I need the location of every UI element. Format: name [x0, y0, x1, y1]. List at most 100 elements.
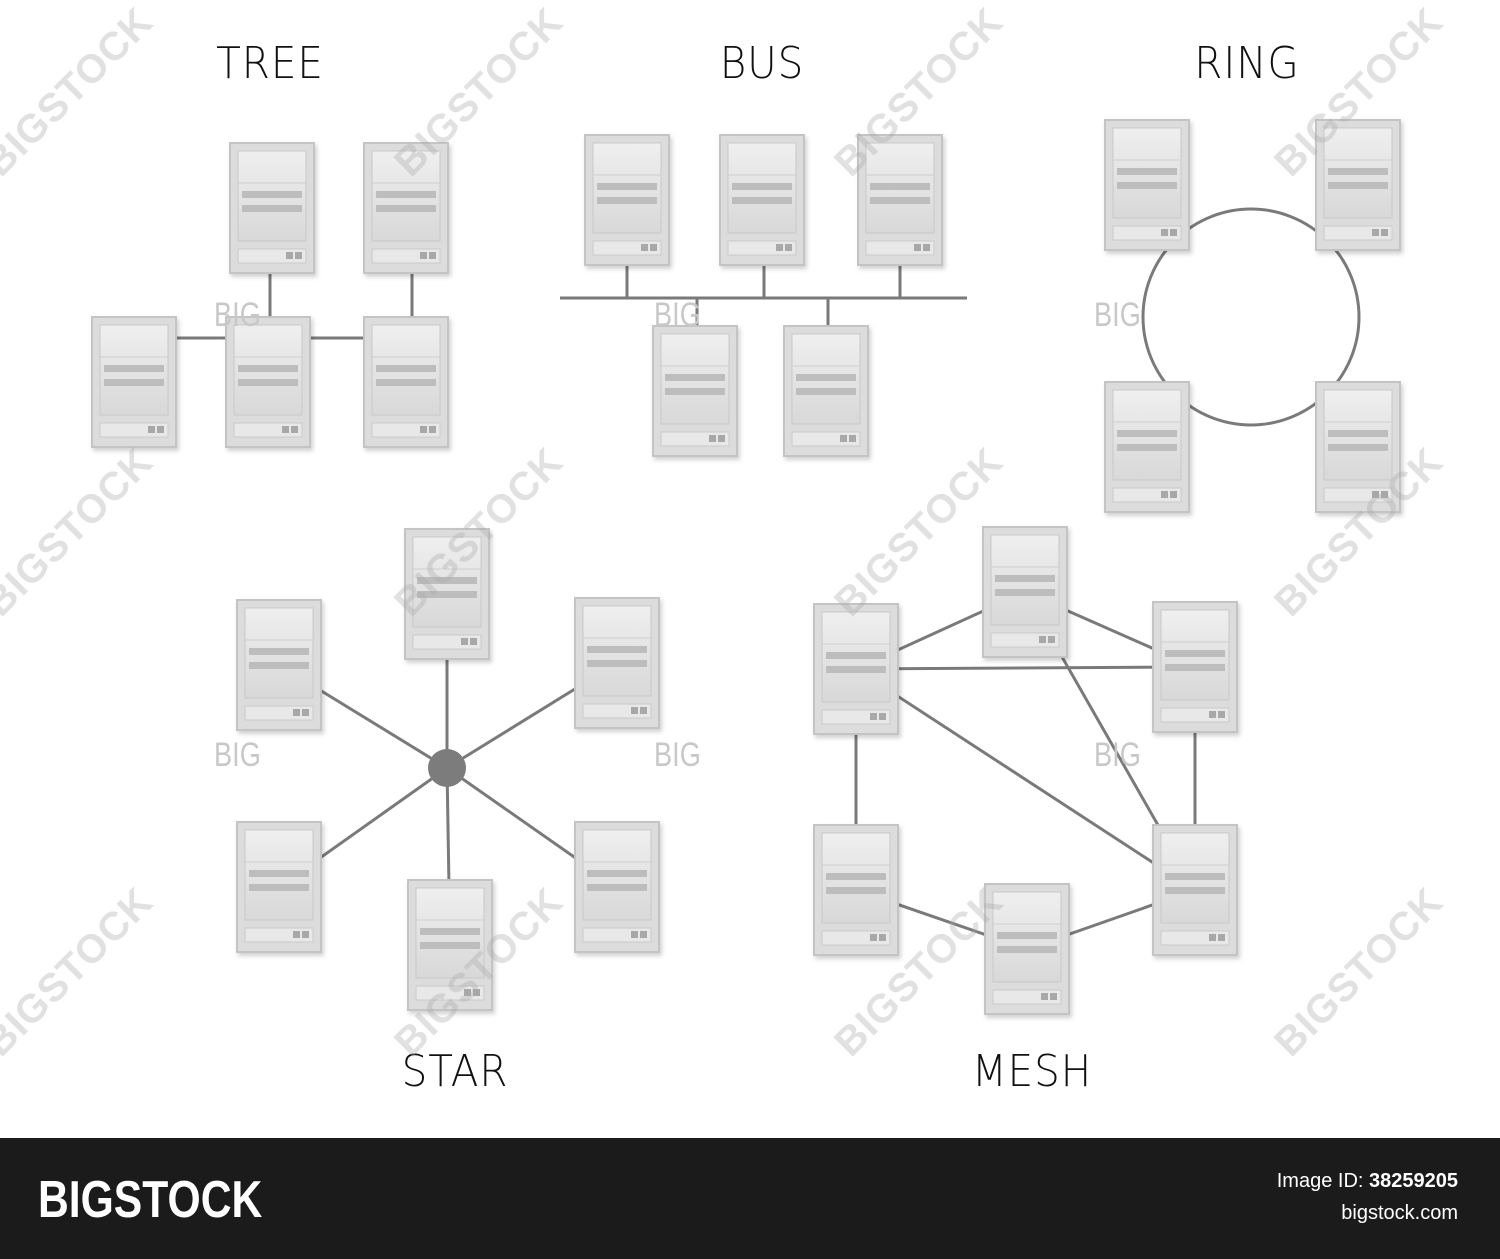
server-node: [91, 316, 177, 448]
server-led: [776, 244, 783, 251]
server-led: [650, 244, 657, 251]
server-node: [236, 821, 322, 953]
server-node: [813, 603, 899, 735]
server-led: [1170, 491, 1177, 498]
ring-title: RING: [1194, 38, 1300, 89]
server-drive-bay: [796, 374, 856, 381]
server-led: [473, 989, 480, 996]
server-led: [1218, 934, 1225, 941]
server-led: [1218, 711, 1225, 718]
server-led: [295, 252, 302, 259]
watermark-big: BIG: [654, 296, 701, 334]
mesh-title: MESH: [971, 1046, 1093, 1097]
server-drive-bay: [826, 887, 886, 894]
server-drive-bay: [597, 197, 657, 204]
bus-title: BUS: [719, 38, 805, 89]
server-node: [407, 879, 493, 1011]
server-led: [640, 707, 647, 714]
server-drive-bay: [249, 662, 309, 669]
server-drive-bay: [597, 183, 657, 190]
server-led: [302, 709, 309, 716]
server-led: [1048, 636, 1055, 643]
server-node: [363, 316, 449, 448]
server-led: [286, 252, 293, 259]
server-node: [1315, 381, 1401, 513]
server-led: [879, 934, 886, 941]
star-hub: [428, 749, 466, 787]
server-led: [1161, 229, 1168, 236]
topology-diagram-svg: [91, 119, 1401, 1015]
server-drive-bay: [249, 648, 309, 655]
server-drive-bay: [376, 365, 436, 372]
server-led: [1039, 636, 1046, 643]
server-node: [236, 599, 322, 731]
server-drive-bay: [587, 646, 647, 653]
server-drive-bay: [587, 870, 647, 877]
server-led: [709, 435, 716, 442]
server-led: [1372, 491, 1379, 498]
server-drive-bay: [249, 870, 309, 877]
image-id-line: Image ID: 38259205: [1277, 1170, 1458, 1193]
server-node: [1315, 119, 1401, 251]
server-led: [1050, 993, 1057, 1000]
server-led: [429, 252, 436, 259]
server-node: [652, 325, 738, 457]
server-led: [923, 244, 930, 251]
server-drive-bay: [826, 873, 886, 880]
server-node: [574, 821, 660, 953]
server-drive-bay: [249, 884, 309, 891]
server-led: [1161, 491, 1168, 498]
server-drive-bay: [870, 183, 930, 190]
server-node: [984, 883, 1070, 1015]
server-led: [470, 638, 477, 645]
server-drive-bay: [242, 191, 302, 198]
server-led: [461, 638, 468, 645]
server-node: [404, 528, 490, 660]
server-drive-bay: [242, 205, 302, 212]
server-drive-bay: [1165, 873, 1225, 880]
mesh-link: [855, 667, 1196, 892]
server-led: [1209, 934, 1216, 941]
star-title: STAR: [401, 1046, 509, 1097]
server-drive-bay: [1165, 664, 1225, 671]
server-led: [718, 435, 725, 442]
site-url: bigstock.com: [1341, 1202, 1458, 1224]
topology-diagram: TREE BUS RING STAR MESH BIG BIG BIG BIG …: [0, 0, 1452, 1097]
server-drive-bay: [1165, 887, 1225, 894]
server-led: [914, 244, 921, 251]
footer-bar: BIGSTOCK Image ID: 38259205 bigstock.com: [0, 1138, 1500, 1259]
server-led: [148, 426, 155, 433]
image-id-label: Image ID:: [1276, 1170, 1364, 1192]
server-node: [1152, 601, 1238, 733]
server-drive-bay: [1328, 182, 1388, 189]
server-node: [1104, 381, 1190, 513]
server-drive-bay: [1328, 168, 1388, 175]
server-node: [584, 134, 670, 266]
server-led: [302, 931, 309, 938]
server-node: [229, 142, 315, 274]
server-drive-bay: [1165, 650, 1225, 657]
server-drive-bay: [1117, 444, 1177, 451]
server-drive-bay: [238, 379, 298, 386]
server-drive-bay: [995, 575, 1055, 582]
server-led: [420, 426, 427, 433]
server-node: [813, 824, 899, 956]
server-drive-bay: [1117, 168, 1177, 175]
server-node: [783, 325, 869, 457]
server-led: [849, 435, 856, 442]
server-drive-bay: [104, 365, 164, 372]
server-led: [1170, 229, 1177, 236]
ring-loop: [1141, 207, 1361, 427]
server-drive-bay: [665, 374, 725, 381]
server-led: [1209, 711, 1216, 718]
server-drive-bay: [238, 365, 298, 372]
server-drive-bay: [732, 197, 792, 204]
server-drive-bay: [420, 928, 480, 935]
image-id-value: 38259205: [1369, 1170, 1458, 1192]
server-led: [429, 426, 436, 433]
server-drive-bay: [826, 666, 886, 673]
bigstock-logo: BIGSTOCK: [38, 1171, 263, 1229]
server-led: [870, 713, 877, 720]
server-node: [574, 597, 660, 729]
server-node: [857, 134, 943, 266]
